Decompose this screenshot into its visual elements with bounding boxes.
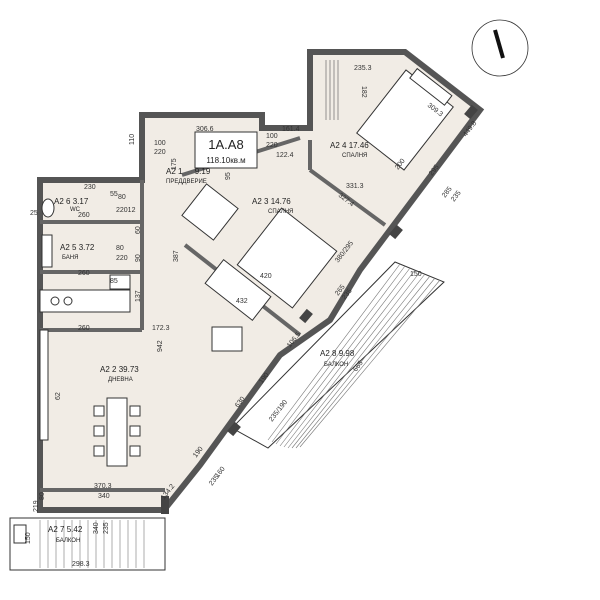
room-id: A2 6 [54,197,71,206]
room-area: 17.46 [349,141,370,150]
dim-label: 150 [410,271,422,278]
dim-label: 172.3 [152,325,170,332]
dim-label: 230 [84,184,96,191]
room-id: A2 8 [320,349,337,358]
dim-label: 387 [173,250,180,262]
room-label-a2-8: A2 8 9.98 БАЛКОН [320,349,355,368]
sofa [204,259,272,352]
dim-label: 220 [266,142,278,149]
dim-label: 220 [154,149,166,156]
bed-bedroom-a2-4 [356,67,454,171]
room-area: 9.19 [195,167,211,176]
dim-label: 175 [171,158,178,170]
entry-hatching [325,60,339,120]
bed-bedroom-a2-3 [236,207,338,309]
dim-label: 220 [116,255,128,262]
unit-label: 1A.A8 118.10кв.м [194,131,258,169]
dim-label: 122.4 [276,152,294,159]
dim-label: 22012 [116,207,136,214]
room-label-a2-5: A2 5 3.72 БАНЯ [60,243,95,261]
dim-label: 298.3 [72,561,90,568]
dim-label: 80 [39,492,46,500]
dim-label: 161.4 [282,126,300,133]
dim-label: 420 [260,273,272,280]
room-label-a2-3: A2 3 14.76 СПАЛНЯ [252,197,293,215]
dim-label: 182 [360,86,367,98]
dim-label: 90 [135,254,142,262]
dim-label: 331.3 [346,183,364,190]
dim-label: 55 [110,191,118,198]
dim-label: 260 [78,270,90,277]
unit-code: 1A.A8 [208,137,243,152]
room-area: 14.76 [271,197,292,206]
svg-text:A2 2 39.73: A2 2 39.73 [100,365,139,374]
north-arrow-icon [471,19,529,77]
room-name: СПАЛНЯ [268,209,293,215]
dim-label: 260 [78,325,90,332]
room-name: ПРЕДДВЕРИЕ [166,179,207,185]
room-id: A2 7 [48,525,65,534]
dim-label: 235 [103,522,110,534]
dim-label: 25 [30,210,38,217]
room-name: БАЛКОН [56,538,80,544]
room-area: 5.42 [67,525,83,534]
room-area: 3.17 [73,197,89,206]
dim-label: 80 [116,245,124,252]
dim-label: 235.3 [354,65,372,72]
room-area: 3.72 [79,243,95,252]
svg-text:A2 5 3.72: A2 5 3.72 [60,243,95,252]
dim-label: 942 [157,340,164,352]
room-id: A2 5 [60,243,77,252]
svg-text:A2 1 9.19: A2 1 9.19 [166,167,211,176]
room-id: A2 3 [252,197,269,206]
unit-area: 118.10кв.м [206,156,245,165]
balcony-a2-8 [231,261,445,449]
dim-label: 340 [98,493,110,500]
room-id: A2 4 [330,141,347,150]
dim-label: 110 [129,134,136,145]
dim-label: 137 [135,290,142,302]
balcony-a2-7 [9,517,166,571]
room-name: WC [70,207,81,213]
svg-text:A2 7 5.42: A2 7 5.42 [48,525,83,534]
room-label-a2-4: A2 4 17.46 СПАЛНЯ [330,141,369,159]
dim-label: 60 [135,226,142,234]
dim-label: 85 [110,278,118,285]
room-id: A2 1 [166,167,183,176]
dim-label: 370.3 [94,483,112,490]
room-label-a2-2: A2 2 39.73 ДНЕВНА [100,365,139,383]
dim-label: 100 [154,140,166,147]
dim-label: 340 [93,522,100,534]
bathroom-fixtures [41,198,131,290]
dim-label: 306.6 [196,126,214,133]
windows [161,104,478,514]
room-name: БАЛКОН [324,362,348,368]
dining-table [93,397,141,467]
dim-label: 260 [78,212,90,219]
room-label-a2-7: A2 7 5.42 БАЛКОН [48,525,83,544]
dim-label: 95 [225,172,232,180]
room-label-a2-1: A2 1 9.19 ПРЕДДВЕРИЕ [166,167,211,185]
room-area: 39.73 [119,365,140,374]
room-id: A2 2 [100,365,117,374]
dim-label: 100 [266,133,278,140]
kitchen-counter [39,289,131,441]
room-label-a2-6: A2 6 3.17 WC [54,197,89,213]
svg-text:A2 3 14.76: A2 3 14.76 [252,197,291,206]
room-area: 9.98 [339,349,355,358]
dim-label: 432 [236,298,248,305]
dim-label: 219 [33,500,40,512]
inner-walls [40,136,387,492]
room-name: СПАЛНЯ [342,153,367,159]
svg-text:A2 4 17.46: A2 4 17.46 [330,141,369,150]
svg-text:A2 6 3.17: A2 6 3.17 [54,197,89,206]
room-name: БАНЯ [62,255,78,261]
dim-label: 80 [118,194,126,201]
room-name: ДНЕВНА [108,377,133,383]
wardrobe-bedroom-a2-3 [181,183,239,241]
dim-label: 150 [25,532,32,544]
dim-label: 62 [55,392,62,400]
svg-text:A2 8 9.98: A2 8 9.98 [320,349,355,358]
